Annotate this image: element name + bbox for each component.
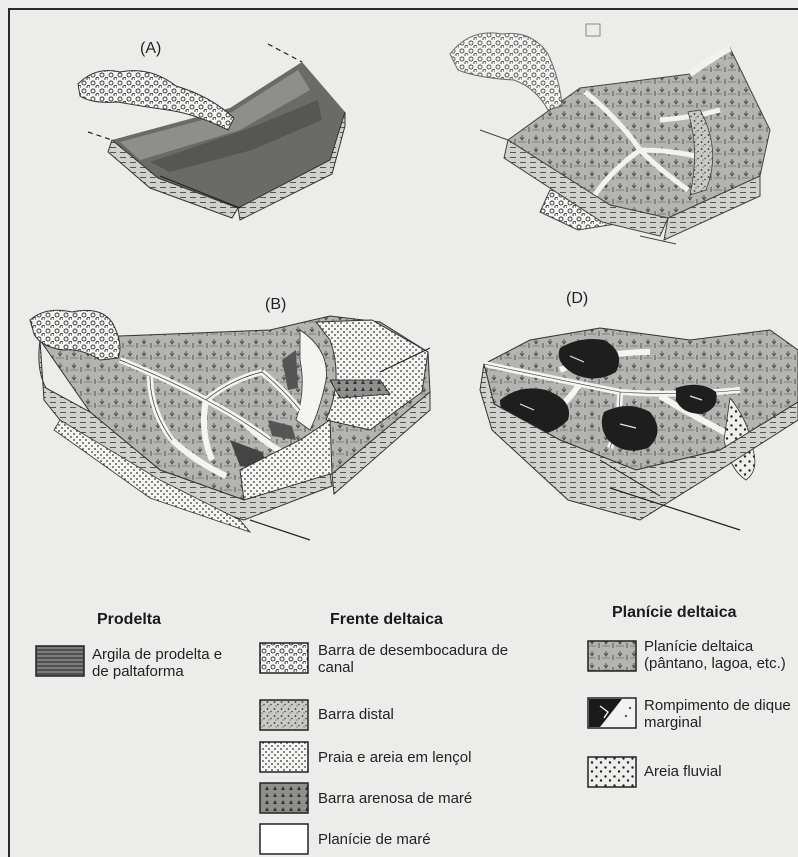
horizontal-lines-dark-swatch-icon — [36, 646, 84, 676]
legend-label-planicie-pantano: Planície deltaica (pântano, lagoa, etc.) — [644, 638, 792, 672]
legend-label-barra-arenosa: Barra arenosa de maré — [318, 790, 518, 807]
legend-label-planicie-mare: Planície de maré — [318, 831, 518, 848]
speckled-swatch-icon — [260, 700, 308, 730]
diagram-d — [480, 328, 798, 530]
legend-label-areia-fluvial: Areia fluvial — [644, 763, 792, 780]
blank-swatch-icon — [260, 824, 308, 854]
diagram-b — [30, 310, 430, 540]
marsh-pattern-swatch-icon — [588, 641, 636, 671]
dot-pattern-swatch-icon — [260, 742, 308, 772]
ring-pattern-swatch-icon — [260, 643, 308, 673]
diagram-a — [78, 44, 345, 220]
panel-label-a: (A) — [140, 40, 161, 58]
panel-label-b: (B) — [265, 296, 286, 314]
diagram-c — [450, 24, 770, 244]
legend-heading-planicie-deltaica: Planície deltaica — [612, 604, 737, 622]
legend-heading-prodelta: Prodelta — [97, 611, 161, 629]
crevasse-black-swatch-icon — [588, 698, 636, 728]
legend-label-barra-distal: Barra distal — [318, 706, 518, 723]
legend-heading-frente-deltaica: Frente deltaica — [330, 611, 443, 629]
triangle-pattern-swatch-icon — [260, 783, 308, 813]
legend-label-argila: Argila de prodelta e de paltaforma — [92, 646, 242, 680]
legend-label-rompimento-dique: Rompimento de dique marginal — [644, 697, 792, 731]
legend-label-praia-areia: Praia e areia em lençol — [318, 749, 518, 766]
coarse-dot-swatch-icon — [588, 757, 636, 787]
panel-label-d: (D) — [566, 290, 588, 308]
legend-label-barra-desembocadura: Barra de desembocadura de canal — [318, 642, 518, 676]
